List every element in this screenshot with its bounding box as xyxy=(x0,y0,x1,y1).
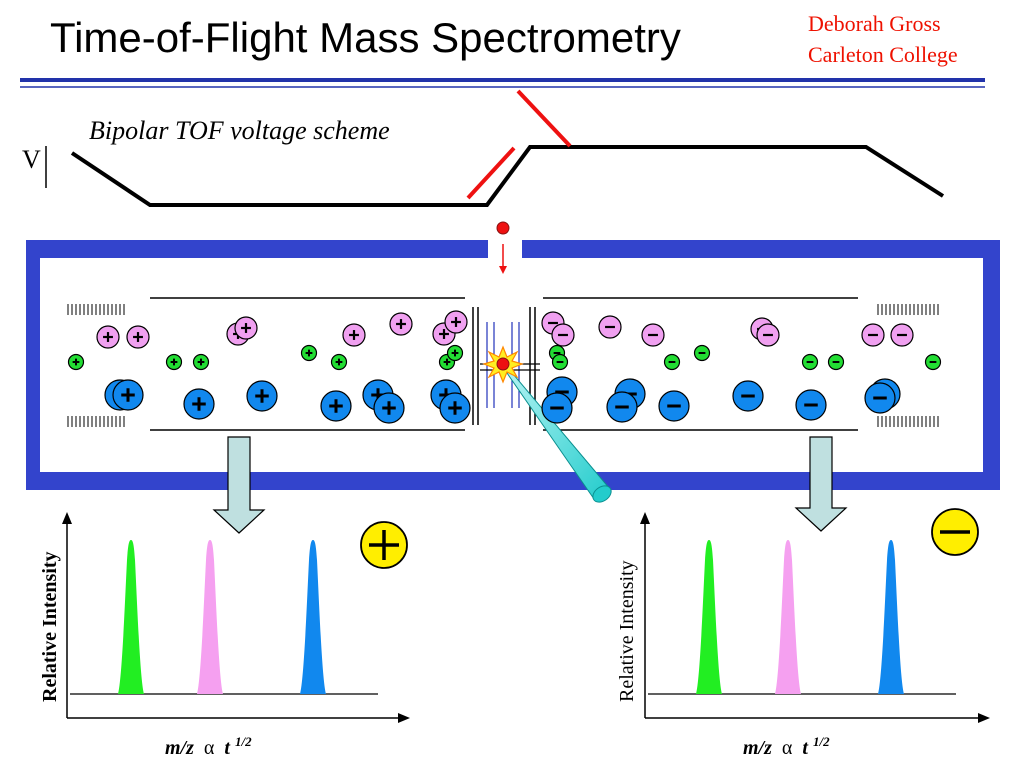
negative-ion-pink xyxy=(890,323,914,347)
positive-ion-green xyxy=(330,353,348,371)
positive-ion-green xyxy=(192,353,210,371)
peak-green-negative xyxy=(696,540,722,694)
negative-ion-pink xyxy=(551,323,575,347)
positive-ion-green xyxy=(446,344,464,362)
detector-grid-left-bottom xyxy=(67,416,125,427)
voltage-marker-upper xyxy=(516,89,572,148)
detector-grid-right-top xyxy=(877,304,939,315)
positive-ion-blue xyxy=(320,390,352,422)
negative-ion-green xyxy=(801,353,819,371)
negative-ion-green xyxy=(924,353,942,371)
positive-ion-blue xyxy=(183,388,215,420)
ions-layer xyxy=(67,310,942,424)
voltage-scheme-label: Bipolar TOF voltage scheme xyxy=(89,116,390,145)
title-underline xyxy=(20,78,985,88)
negative-ion-green xyxy=(663,353,681,371)
voltage-marker-lower xyxy=(466,146,516,200)
negative-ion-blue xyxy=(732,380,764,412)
positive-ion-green xyxy=(67,353,85,371)
author-credit: Deborah Gross Carleton College xyxy=(808,8,958,70)
arrow-to-positive-spectrum xyxy=(212,436,266,534)
negative-ion-blue xyxy=(864,382,896,414)
negative-ion-blue xyxy=(795,389,827,421)
positive-ion-pink xyxy=(444,310,468,334)
ionization-flash xyxy=(482,345,524,384)
positive-ion-pink xyxy=(342,323,366,347)
spectrum-positive-ylabel: Relative Intensity xyxy=(39,551,61,702)
positive-ion-blue xyxy=(373,392,405,424)
spectrum-positive: Relative Intensity m/z α t 1/2 xyxy=(39,512,410,759)
negative-badge xyxy=(931,508,979,556)
positive-ion-green xyxy=(300,344,318,362)
negative-ion-green xyxy=(827,353,845,371)
positive-badge xyxy=(360,521,408,569)
incoming-particle xyxy=(496,221,510,274)
detector-grid-right-bottom xyxy=(877,416,939,427)
peak-green-positive xyxy=(118,540,144,694)
detector-grid-left-top xyxy=(67,304,125,315)
positive-ion-pink xyxy=(96,325,120,349)
negative-ion-blue xyxy=(541,392,573,424)
positive-ion-pink xyxy=(389,312,413,336)
spectrum-positive-xlabel: m/z α t 1/2 xyxy=(165,734,252,759)
positive-ion-pink xyxy=(126,325,150,349)
spectrum-negative-xlabel: m/z α t 1/2 xyxy=(743,734,830,759)
peak-blue-negative xyxy=(878,540,904,694)
author-institution: Carleton College xyxy=(808,42,958,67)
negative-ion-green xyxy=(551,353,569,371)
peak-pink-negative xyxy=(775,540,801,694)
negative-ion-pink xyxy=(641,323,665,347)
positive-ion-blue xyxy=(112,379,144,411)
positive-ion-pink xyxy=(234,316,258,340)
arrow-to-negative-spectrum xyxy=(794,436,848,532)
voltage-axis-label: V xyxy=(22,145,41,174)
positive-ion-blue xyxy=(439,392,471,424)
voltage-scheme: Bipolar TOF voltage scheme V xyxy=(22,89,945,207)
positive-ion-green xyxy=(165,353,183,371)
negative-ion-blue xyxy=(658,390,690,422)
negative-ion-blue xyxy=(606,391,638,423)
author-name: Deborah Gross xyxy=(808,11,941,36)
peak-blue-positive xyxy=(300,540,326,694)
negative-ion-pink xyxy=(598,315,622,339)
flight-tube-right xyxy=(543,297,858,431)
spectrum-negative-ylabel: Relative Intensity xyxy=(616,560,638,702)
peak-pink-positive xyxy=(197,540,223,694)
positive-ion-blue xyxy=(246,380,278,412)
flight-tube-left xyxy=(150,297,465,431)
negative-ion-green xyxy=(693,344,711,362)
voltage-curve xyxy=(70,145,945,207)
negative-ion-pink xyxy=(861,323,885,347)
slide-title: Time-of-Flight Mass Spectrometry xyxy=(50,14,681,61)
negative-ion-pink xyxy=(756,323,780,347)
spectrum-negative: Relative Intensity m/z α t 1/2 xyxy=(616,508,990,759)
